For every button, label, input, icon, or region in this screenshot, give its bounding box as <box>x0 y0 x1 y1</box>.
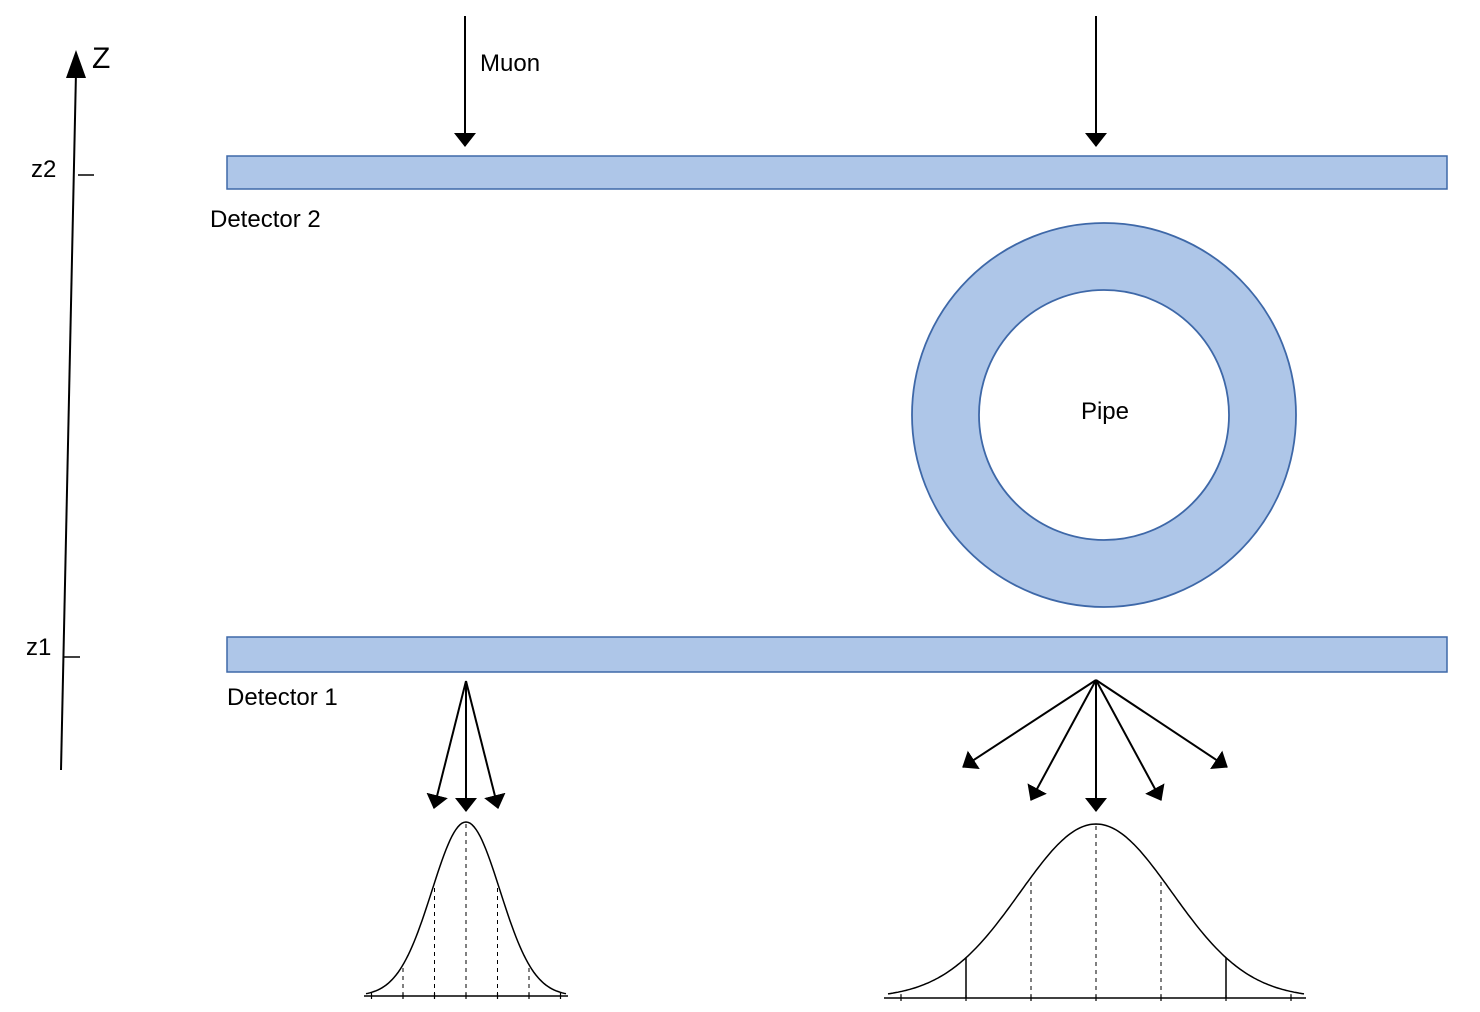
distribution-narrow <box>364 821 568 999</box>
pipe: Pipe <box>911 222 1297 608</box>
detector-1-label: Detector 1 <box>227 684 338 711</box>
detector-1: Detector 1 <box>226 636 1448 711</box>
z1-tick-label: z1 <box>26 634 51 661</box>
distribution-wide <box>884 823 1306 1001</box>
z-axis-line <box>60 71 77 771</box>
distribution-dividers <box>900 824 1292 1001</box>
z-axis-arrowhead <box>66 50 86 78</box>
scatter-arrow <box>1095 679 1165 801</box>
z2-tick-label: z2 <box>31 156 56 183</box>
pipe-ring <box>911 222 1297 608</box>
distribution-curve <box>365 821 567 995</box>
z-axis: Z z2 z1 <box>26 42 110 771</box>
scatter-arrow <box>465 680 506 809</box>
detector-2: Detector 2 <box>210 155 1448 233</box>
z-axis-label: Z <box>92 42 110 75</box>
pipe-label: Pipe <box>1081 398 1129 425</box>
distribution-curve <box>887 823 1305 995</box>
incoming-muons: Muon <box>454 16 1107 147</box>
distribution-dividers <box>370 822 562 999</box>
scatter-arrow <box>962 679 1097 770</box>
scatter-fan-narrow <box>426 680 506 812</box>
muon-label: Muon <box>480 50 540 77</box>
scatter-arrow <box>426 680 467 809</box>
scatter-arrow <box>1027 679 1097 801</box>
scatter-arrow <box>1095 679 1228 769</box>
detector-1-bar <box>226 636 1448 673</box>
scatter-fan-wide <box>962 679 1228 812</box>
detector-2-label: Detector 2 <box>210 206 321 233</box>
detector-2-bar <box>226 155 1448 190</box>
